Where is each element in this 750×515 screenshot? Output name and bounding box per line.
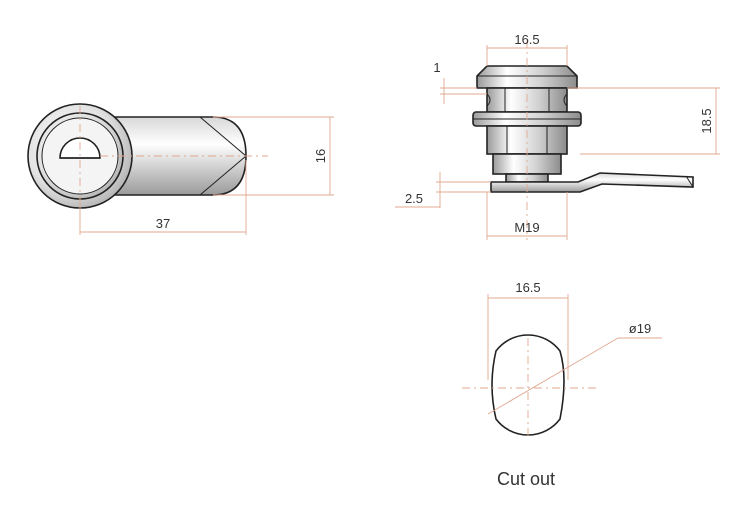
cutout-dim-165-label: 16.5 (515, 280, 540, 295)
dim-165-label: 16.5 (514, 32, 539, 47)
cutout-diameter-label: ø19 (629, 321, 651, 336)
dim-25-label: 2.5 (405, 191, 423, 206)
cutout-diameter-leader (487, 337, 619, 415)
upper-groove-left (486, 93, 491, 107)
upper-groove-right (563, 93, 568, 107)
side-view: 16.5 1 18.5 2.5 M19 (395, 32, 720, 240)
cam-tip (685, 175, 694, 188)
dim-185-label: 18.5 (699, 108, 714, 133)
cutout-view: 16.5 ø19 Cut out (462, 280, 662, 489)
front-view: 37 16 (27, 103, 334, 235)
dim-37-label: 37 (156, 216, 170, 231)
dim-16-label: 16 (313, 149, 328, 163)
cutout-shape (491, 334, 565, 436)
cutout-caption: Cut out (497, 469, 555, 489)
dim-m19-label: M19 (514, 220, 539, 235)
dim-1-label: 1 (433, 60, 440, 75)
